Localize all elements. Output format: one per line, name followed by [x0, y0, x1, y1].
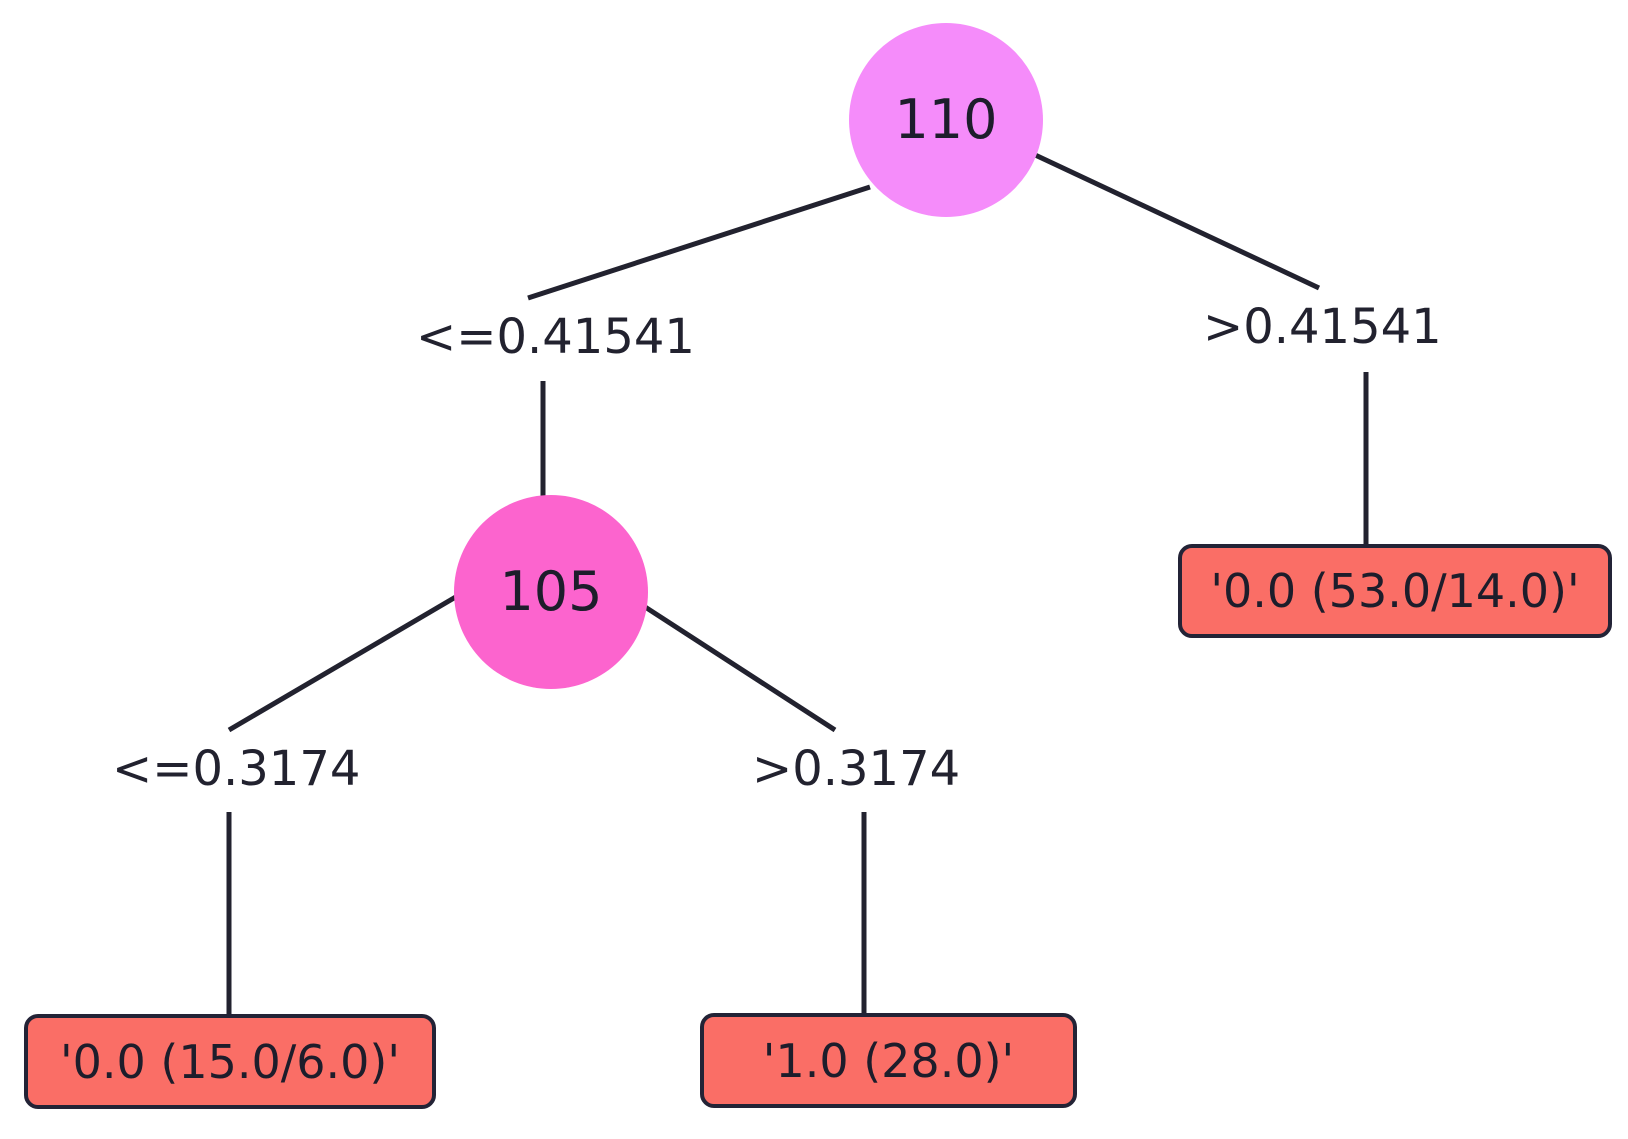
tree-leaf-middle-label: '1.0 (28.0)' — [762, 1033, 1015, 1088]
tree-leaf-middle[interactable]: '1.0 (28.0)' — [700, 1013, 1077, 1108]
edge-inner-to-lowerleft-label — [227, 585, 473, 733]
tree-leaf-left-label: '0.0 (15.0/6.0)' — [59, 1034, 401, 1089]
edge-root-to-right-label — [1014, 143, 1321, 291]
edge-label-root-left: <=0.41541 — [416, 309, 695, 365]
edge-inner-to-lowerright-label — [620, 589, 837, 733]
edge-label-inner-left: <=0.3174 — [112, 741, 361, 797]
tree-leaf-left[interactable]: '0.0 (15.0/6.0)' — [24, 1014, 436, 1109]
edge-label-inner-right: >0.3174 — [752, 741, 961, 797]
tree-leaf-right-label: '0.0 (53.0/14.0)' — [1210, 564, 1580, 618]
tree-node-root-label: 110 — [894, 88, 998, 151]
tree-node-root[interactable]: 110 — [849, 23, 1043, 217]
edge-label-root-right: >0.41541 — [1203, 299, 1442, 355]
tree-node-inner-label: 105 — [499, 560, 603, 623]
tree-leaf-right[interactable]: '0.0 (53.0/14.0)' — [1178, 544, 1612, 638]
tree-node-inner[interactable]: 105 — [454, 495, 648, 689]
edge-root-to-left-label — [527, 184, 871, 301]
